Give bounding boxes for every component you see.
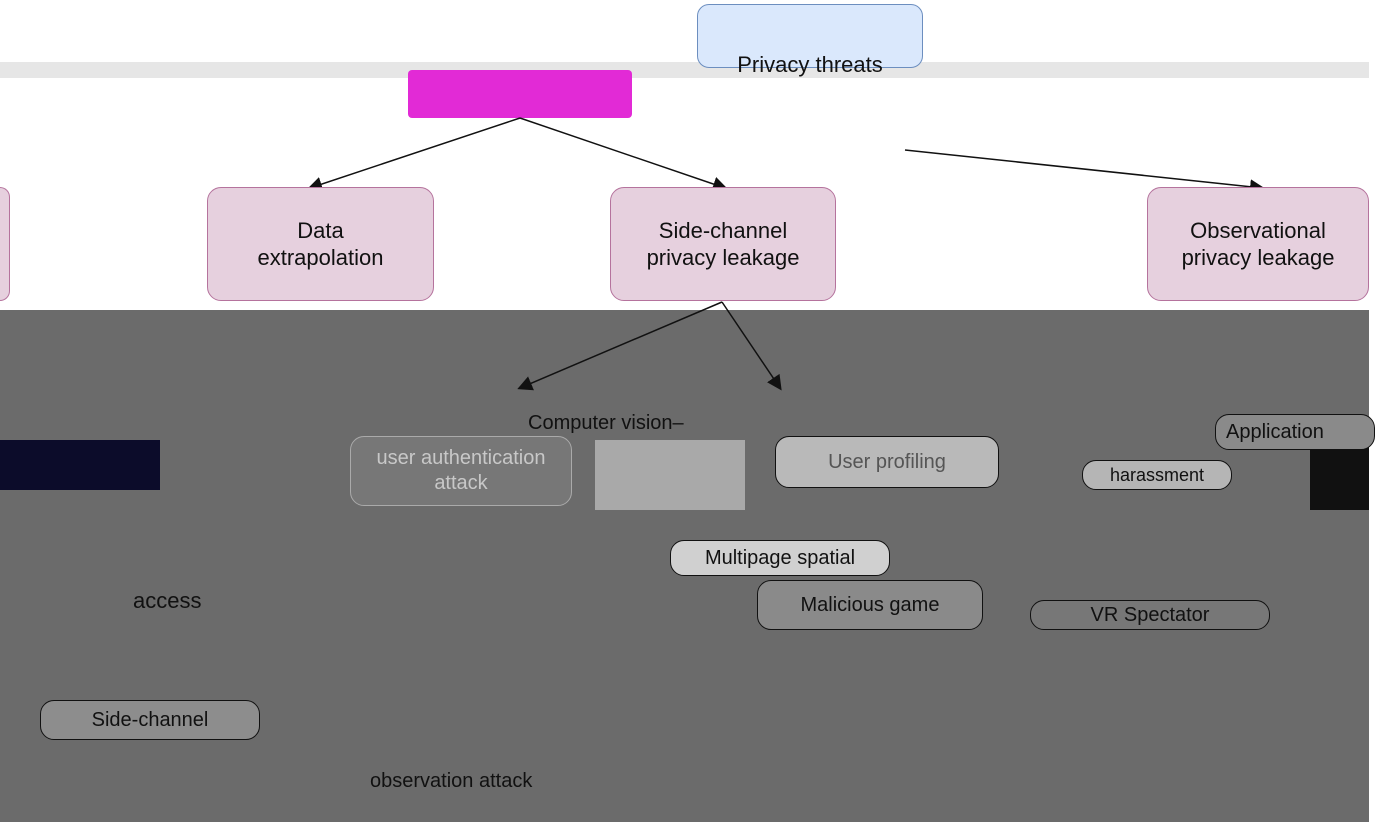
leaf-label: VR Spectator xyxy=(1090,603,1210,626)
leaf-label: Malicious game xyxy=(800,593,940,616)
category-node-observational[interactable]: Observational privacy leakage xyxy=(1147,187,1369,301)
edge-root-to-data-extrapolation xyxy=(307,117,521,192)
category-node-clipped-left xyxy=(0,187,10,301)
leaf-user-authentication[interactable]: user authentication attack xyxy=(350,436,572,506)
leaf-label: user authentication attack xyxy=(376,447,546,494)
category-node-data-extrapolation[interactable]: Data extrapolation xyxy=(207,187,434,301)
leaf-multipage[interactable]: Multipage spatial xyxy=(670,540,890,576)
leaf-label: Application xyxy=(1226,420,1324,443)
leaf-computer-vision: Computer vision– xyxy=(528,412,684,434)
leaf-malicious-game[interactable]: Malicious game xyxy=(757,580,983,630)
root-node-privacy-threats[interactable]: Privacy threats xyxy=(697,4,923,77)
edge-root-to-observational xyxy=(904,149,1265,195)
corruption-band-right xyxy=(1310,440,1369,510)
leaf-access: access xyxy=(133,588,202,613)
root-label: Privacy threats xyxy=(737,52,883,77)
leaf-label: Multipage spatial xyxy=(704,546,856,569)
leaf-application[interactable]: Application xyxy=(1215,414,1375,450)
corruption-band-top xyxy=(0,62,1369,78)
leaf-side-channel[interactable]: Side-channel xyxy=(40,700,260,740)
category-label: Side-channel privacy leakage xyxy=(646,217,800,271)
leaf-label: harassment xyxy=(1109,464,1205,485)
edge-root-to-side-channel xyxy=(519,117,728,192)
leaf-observation-attack: observation attack xyxy=(370,770,533,792)
category-label: Observational privacy leakage xyxy=(1181,217,1335,271)
leaf-harassment[interactable]: harassment xyxy=(1082,460,1232,490)
corruption-band-left xyxy=(0,440,160,490)
leaf-vr-spectator[interactable]: VR Spectator xyxy=(1030,600,1270,630)
category-node-side-channel[interactable]: Side-channel privacy leakage xyxy=(610,187,836,301)
edge-side-channel-to-left xyxy=(517,301,723,391)
edge-side-channel-to-right xyxy=(721,301,782,391)
root-highlight xyxy=(408,70,632,118)
category-label: Data extrapolation xyxy=(257,217,384,271)
leaf-label: User profiling xyxy=(828,450,946,473)
leaf-label: Side-channel xyxy=(91,708,209,731)
corruption-band-mid xyxy=(595,440,745,510)
leaf-user-profiling[interactable]: User profiling xyxy=(775,436,999,488)
